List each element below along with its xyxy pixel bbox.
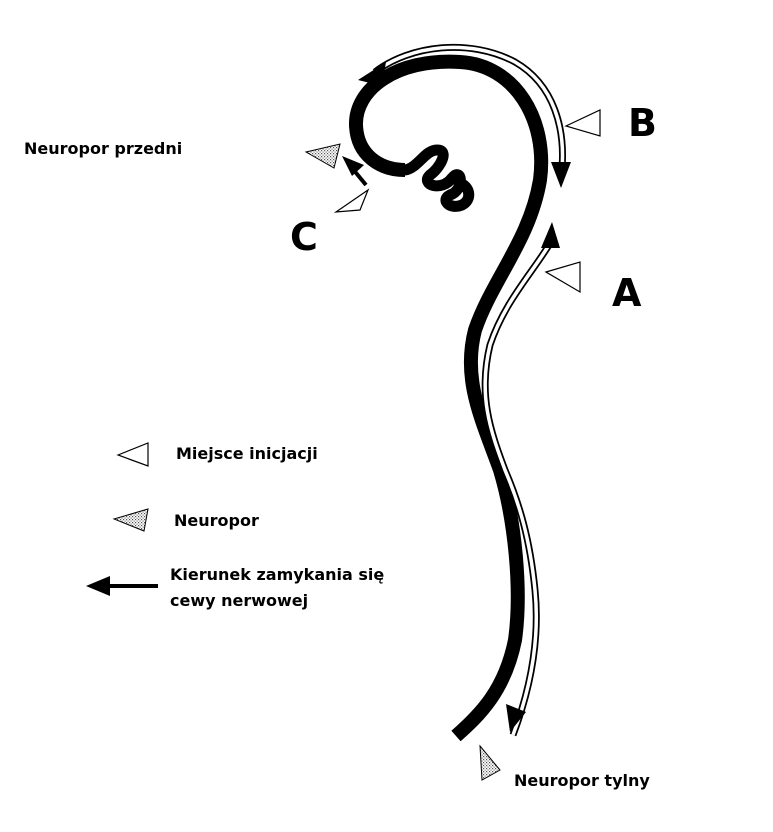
- anterior-neuropore-icon: [306, 144, 340, 168]
- legend-direction-label-line2: cewy nerwowej: [170, 591, 308, 610]
- initiation-site-b-icon: [566, 110, 600, 136]
- posterior-neuropore-icon: [480, 746, 500, 780]
- closure-arrow-a-upward: [485, 240, 552, 735]
- site-label-c: C: [290, 215, 318, 259]
- arrowhead-b-left: [358, 62, 386, 86]
- site-label-b: B: [628, 101, 657, 145]
- arrowhead-b-down: [551, 162, 571, 188]
- anterior-neuropore-label: Neuropor przedni: [24, 139, 182, 158]
- head-fold-squiggle: [405, 150, 469, 206]
- site-label-a: A: [612, 271, 642, 315]
- arrowhead-a-up: [541, 222, 560, 248]
- legend-neuropore-label: Neuropor: [174, 511, 259, 530]
- neural-tube-body: [356, 62, 541, 736]
- posterior-neuropore-label: Neuropor tylny: [514, 771, 650, 790]
- legend-neuropore-icon: [114, 509, 148, 531]
- legend: Miejsce inicjacji Neuropor Kierunek zamy…: [86, 443, 384, 610]
- legend-direction-arrow-icon: [86, 576, 110, 596]
- legend-direction-label-line1: Kierunek zamykania się: [170, 565, 384, 584]
- initiation-site-a-icon: [546, 262, 580, 292]
- arrowhead-c: [342, 156, 364, 176]
- initiation-site-c-icon: [336, 190, 368, 212]
- legend-initiation-icon: [118, 443, 148, 466]
- legend-initiation-label: Miejsce inicjacji: [176, 444, 318, 463]
